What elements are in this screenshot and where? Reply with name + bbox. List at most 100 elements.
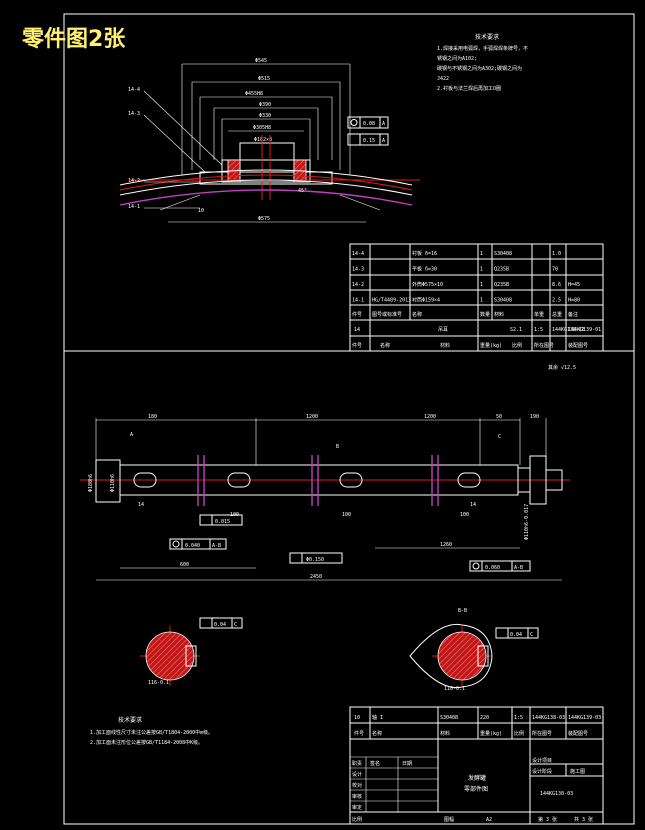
top-bom-header2-cell: 重量(kg) [480,342,502,349]
dim-545: Φ545 [255,58,267,64]
shaft-bom-header-cell: 材料 [440,730,450,737]
title-right-2: 施工图 [570,768,585,775]
callout-14-1: 14-1 [128,204,140,210]
title-left-label: 职责 [352,760,362,767]
dim-330: Φ330 [259,113,271,119]
callout-14-4: 14-4 [128,87,140,93]
tolerance-box-2 [347,133,389,146]
stol4-ref: A-B [514,565,523,571]
dim-1200-b: 1200 [424,414,436,420]
dim-14-b: 14 [470,502,476,508]
sec-label-b: B [336,444,339,450]
dim-100-c: 100 [460,512,469,518]
section-b-circle [437,631,487,681]
sec-label-bb: B-B [458,608,467,614]
dia-110-b: Φ110h6-0.017 [524,504,530,540]
top-bom-cell: Q235B [494,282,509,288]
dim-575: Φ575 [258,216,270,222]
top-tech-note-2: 碳钢与不锈钢之间为A302;碳钢之间为 [437,65,522,72]
stol5-ref: C [234,622,237,628]
top-bom-header1-cell: 备注 [568,311,578,318]
sec-dim-b: 116-0.1 [444,686,465,692]
tol2-value: 0.15 [363,138,375,144]
top-bom-header1-cell: 件号 [352,311,362,318]
tolerance-box-1 [347,116,389,129]
top-bom-cell: HG/T4489-2013 [372,298,411,304]
dim-50: 50 [496,414,502,420]
stol2: 0.040 [185,543,200,549]
shaft-tech-note-0: 1.加工面线性尺寸未注公差按GB/T1804-2000中m级。 [90,729,213,736]
section-a-circle [145,631,195,681]
dim-100-b: 100 [342,512,351,518]
top-bom-cell: 衬筒Φ159×4 [412,297,440,304]
outer-frame [63,13,635,825]
top-bom-cell: 1 [480,298,483,304]
top-bom-header2-cell: 名称 [380,342,390,349]
top-tech-note-1: 锈钢之间为A102; [437,55,477,62]
top-bom-header2-cell: 材料 [440,342,450,349]
shaft-bom-header-cell: 重量(kg) [480,730,502,737]
top-bom-cell: S30408 [494,298,512,304]
title-bottom-cell: 第 3 张 [538,816,557,823]
stol5: 0.04 [214,622,226,628]
shaft-tech-note-1: 2.加工面未注形位公差按GB/T1184-2008中K级。 [90,739,203,746]
top-bom-cell: 平板 δ=30 [412,266,437,273]
tol2-ref: A [382,138,385,144]
top-bom-assembly-cell: 1:5 [534,327,543,333]
top-bom-cell: 14-4 [352,251,364,257]
top-bom-cell: 1 [480,251,483,257]
top-bom-header1-cell: 材料 [494,311,504,318]
top-bom-header1-cell: 总重 [552,311,562,318]
title-bottom-cell: 共 3 张 [574,816,593,823]
top-bom-cell: H=80 [568,298,580,304]
top-tech-note-3: J422 [437,76,449,82]
dim-600: 600 [180,562,189,568]
top-bom-cell: H=45 [568,282,580,288]
top-tech-note-4: 2.衬板与法兰焊后再加工O圈 [437,85,501,92]
title-left-label: 日期 [402,761,412,767]
top-bom-header2-cell: 件号 [352,342,362,349]
top-bom-assembly-cell: S2.1 [510,327,522,333]
top-bom-assembly-cell: 14 [354,327,360,333]
dia-110: Φ110h6 [110,474,116,492]
dim-182: Φ182×8 [254,137,272,143]
stol4: 0.060 [485,565,500,571]
stol6: 0.04 [510,632,522,638]
tol1-ref: A [382,121,385,127]
shaft-bom-cell: 144KG138-03 [532,715,565,721]
sec-label-a: A [130,432,133,438]
callout-14-2: 14-2 [128,178,140,184]
shaft-bom-header-cell: 装配图号 [568,730,588,737]
roughness-note: 其余 √12.5 [548,364,576,371]
top-bom-cell: 8.6 [552,282,561,288]
dia-180: Φ180h6 [88,474,94,492]
shaft-bom-cell: 220 [480,715,489,721]
sec-label-c: C [498,434,501,440]
top-bom-header2-cell: 比例 [512,342,522,349]
top-bom-header1-cell: 单重 [534,311,544,318]
shaft-bom-header-cell: 名称 [372,730,382,737]
top-tech-note-0: 1.焊接采用电弧焊，手弧焊焊条牌号，不 [437,45,528,52]
dim-180: 180 [148,414,157,420]
title-left-grid [350,756,438,812]
title-left-label: 审定 [352,804,362,811]
title-left-label: 签名 [370,760,380,767]
top-bom-header1-cell: 数量 [480,311,490,318]
shaft-tech-title: 技术要求 [118,716,142,724]
shaft-drawing: 其余 √12.5 180 1200 1200 50 190 [80,364,576,746]
label-45deg: 45° [298,188,307,194]
title-bottom-cell: 比例 [352,816,362,823]
dim-190: 190 [530,414,539,420]
top-bom-header2-cell: 装配图号 [568,342,588,349]
title-left-label: 设计 [352,771,362,778]
top-bom-assembly-cell: 144KG139-01 [568,327,601,333]
stol1: 0.015 [215,519,230,525]
top-bom-cell: 1 [480,267,483,273]
top-bom-cell: 14-3 [352,267,364,273]
